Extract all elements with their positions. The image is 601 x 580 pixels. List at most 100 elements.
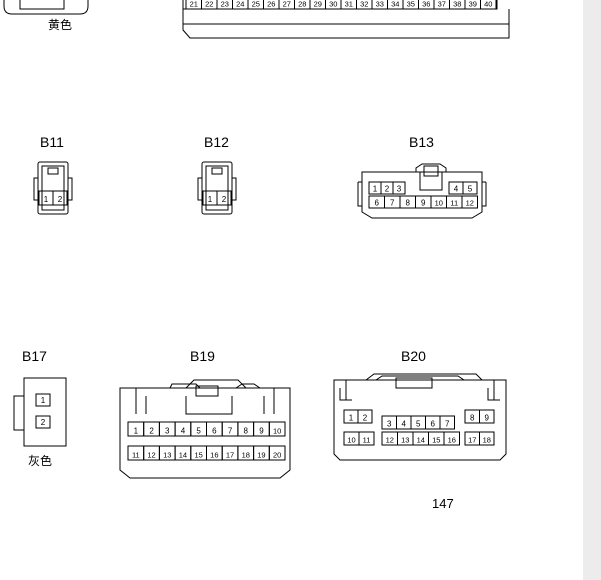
- top-pin-36: 36: [422, 0, 430, 9]
- b19-pin-14: 14: [179, 451, 187, 460]
- b20-pin-9: 9: [485, 414, 490, 423]
- top-left-color-label: 黄色: [48, 18, 73, 32]
- b20-pin-15: 15: [432, 436, 440, 445]
- b20-pin-16-box: [443, 431, 460, 446]
- b13-pin-3: 3: [397, 185, 402, 194]
- b13-pin-8: 8: [406, 199, 411, 208]
- b13-pin-12-box: [461, 195, 478, 209]
- b19-pin-13: 13: [163, 451, 171, 460]
- top-pin-25: 25: [252, 0, 260, 9]
- page-number: 147: [432, 496, 454, 511]
- top-pin-39: 39: [469, 0, 477, 9]
- b20-pin-12: 12: [386, 436, 394, 445]
- b20-pin-8: 8: [470, 414, 475, 423]
- b20-pin-14: 14: [417, 436, 425, 445]
- top-pin-33: 33: [376, 0, 384, 9]
- b12-pin-2: 2: [222, 195, 227, 204]
- b19-pin-11: 11: [132, 451, 140, 460]
- b19-label: B19: [190, 348, 215, 364]
- b19-pin-6: 6: [212, 427, 217, 436]
- top-pin-38: 38: [453, 0, 461, 9]
- b19-pin-2: 2: [149, 427, 154, 436]
- b13-pin-9: 9: [421, 199, 426, 208]
- top-pin-26: 26: [267, 0, 275, 9]
- top-pin-23: 23: [221, 0, 229, 9]
- b20-pin-10: 10: [347, 436, 355, 445]
- b20-pin-18-box: [479, 431, 495, 446]
- b19-pin-12: 12: [147, 451, 155, 460]
- b17-pin-1: 1: [41, 396, 46, 405]
- b19-pin-20-box: [268, 445, 286, 461]
- top-pin-40: 40: [484, 0, 492, 9]
- b19-pin-7: 7: [228, 427, 233, 436]
- top-pin-31: 31: [345, 0, 353, 9]
- b17-label: B17: [22, 348, 47, 364]
- b13-pin-5-box: [462, 181, 478, 195]
- b19-pin-16: 16: [210, 451, 218, 460]
- b19-pin-5: 5: [196, 427, 201, 436]
- b13-pin-1: 1: [373, 185, 378, 194]
- b13-label: B13: [409, 134, 434, 150]
- top-pin-40-box: [480, 0, 497, 10]
- b20-pin-11: 11: [363, 436, 371, 445]
- top-pin-34: 34: [391, 0, 399, 9]
- b20-pin-7: 7: [445, 420, 450, 429]
- b19-pin-18: 18: [242, 451, 250, 460]
- b20-pin-5: 5: [416, 420, 421, 429]
- b11-connector: [33, 161, 73, 215]
- b19-pin-4: 4: [181, 427, 186, 436]
- b17-color-label: 灰色: [28, 454, 53, 468]
- b20-pin-7-box: [439, 415, 455, 430]
- b17-connector: [13, 377, 67, 447]
- top-pin-30: 30: [329, 0, 337, 9]
- top-pin-21: 21: [190, 0, 198, 9]
- top-pin-29: 29: [314, 0, 322, 9]
- b13-pin-4: 4: [454, 185, 459, 194]
- b20-pin-9-box: [479, 409, 495, 424]
- scrollbar[interactable]: [583, 0, 601, 580]
- b20-pin-13: 13: [401, 436, 409, 445]
- b20-pin-17: 17: [468, 436, 476, 445]
- b12-label: B12: [204, 134, 229, 150]
- b13-pin-2: 2: [385, 185, 390, 194]
- b19-pin-9: 9: [259, 427, 264, 436]
- b11-label: B11: [40, 134, 64, 150]
- top-left-connector-body: [3, 0, 89, 15]
- b19-pin-20: 20: [273, 451, 281, 460]
- b20-pin-16: 16: [448, 436, 456, 445]
- top-pin-22: 22: [205, 0, 213, 9]
- b13-pin-5: 5: [468, 185, 473, 194]
- b19-pin-17: 17: [226, 451, 234, 460]
- b17-pin-2: 2: [41, 418, 46, 427]
- b13-pin-10: 10: [435, 199, 443, 208]
- b19-pin-15: 15: [194, 451, 202, 460]
- b20-pin-6: 6: [431, 420, 436, 429]
- b20-pin-2: 2: [363, 414, 368, 423]
- top-pin-24: 24: [236, 0, 244, 9]
- b11-pin-1: 1: [44, 195, 49, 204]
- b19-pin-1: 1: [134, 427, 139, 436]
- b13-pin-12: 12: [466, 199, 474, 208]
- b20-pin-11-box: [358, 431, 375, 446]
- b20-pin-18: 18: [483, 436, 491, 445]
- b12-connector: [197, 161, 237, 215]
- top-pin-37: 37: [438, 0, 446, 9]
- b13-pin-7: 7: [390, 199, 395, 208]
- top-pin-27: 27: [283, 0, 291, 9]
- b20-pin-1: 1: [349, 414, 354, 423]
- b20-pin-2-box: [357, 409, 373, 424]
- top-pin-35: 35: [407, 0, 415, 9]
- b19-pin-10: 10: [273, 427, 281, 436]
- b12-pin-1: 1: [208, 195, 213, 204]
- b13-pin-11: 11: [450, 199, 458, 208]
- b19-pin-19: 19: [257, 451, 265, 460]
- b20-pin-4: 4: [402, 420, 407, 429]
- b19-pin-10-box: [268, 421, 286, 437]
- b13-pin-3-box: [392, 181, 406, 195]
- b11-pin-2: 2: [58, 195, 63, 204]
- top-pin-28: 28: [298, 0, 306, 9]
